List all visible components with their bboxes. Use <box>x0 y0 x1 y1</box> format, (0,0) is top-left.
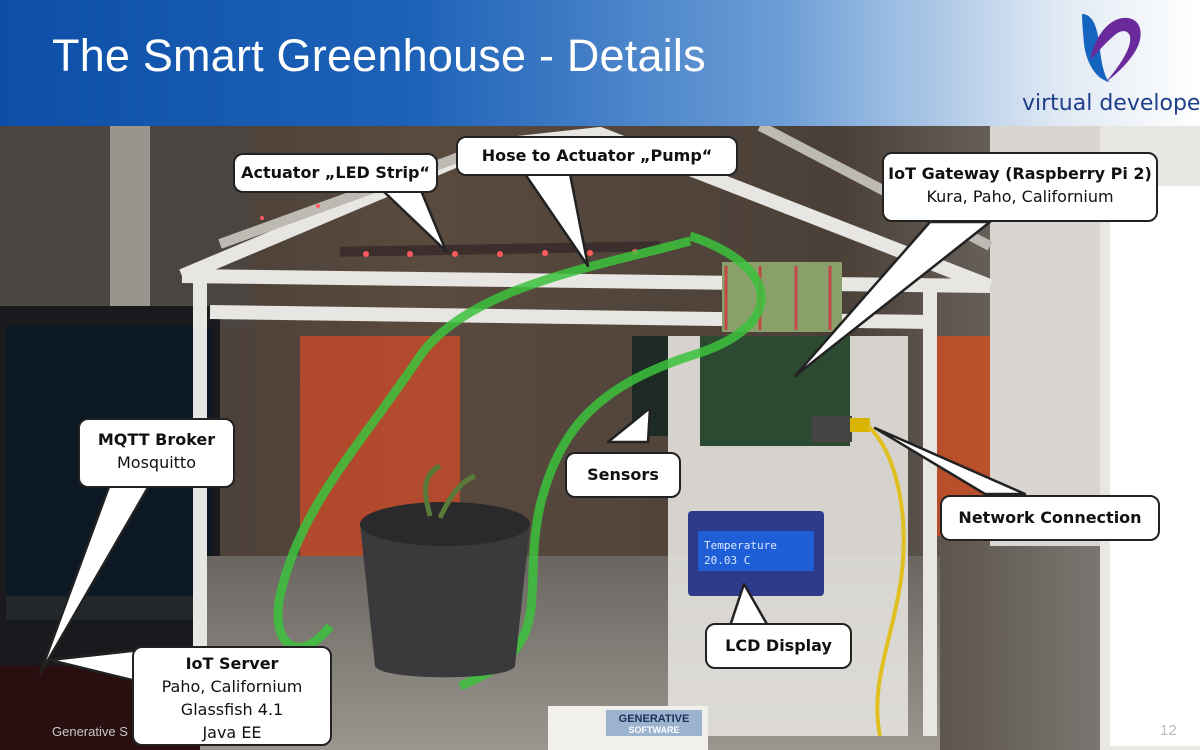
footer-company-text: Generative S <box>52 724 128 739</box>
callout-mqtt-broker-subtitle: Mosquitto <box>116 453 196 472</box>
callout-led-strip-title: Actuator „LED Strip“ <box>241 163 430 182</box>
callout-mqtt-broker: MQTT Broker Mosquitto <box>78 418 235 488</box>
callout-pump-hose-title: Hose to Actuator „Pump“ <box>481 146 713 165</box>
callout-mqtt-broker-title: MQTT Broker <box>97 430 216 449</box>
callout-lcd-title: LCD Display <box>725 636 832 655</box>
pointer-sensors <box>606 406 652 444</box>
lcd-line-2: 20.03 C <box>704 554 750 567</box>
pointer-network <box>873 426 1027 496</box>
callout-sensors-title: Sensors <box>587 465 659 484</box>
callout-iot-server: IoT Server Paho, Californium Glassfish 4… <box>132 646 332 746</box>
callout-iot-server-title: IoT Server <box>185 654 279 673</box>
callout-lcd: LCD Display <box>705 623 852 669</box>
callout-iot-gateway-title: IoT Gateway (Raspberry Pi 2) <box>888 164 1152 183</box>
callout-pump-hose: Hose to Actuator „Pump“ <box>456 136 738 176</box>
callout-iot-gateway-subtitle: Kura, Paho, Californium <box>926 187 1114 206</box>
callout-sensors: Sensors <box>565 452 681 498</box>
callout-iot-server-line-1: Paho, Californium <box>161 677 303 696</box>
callout-iot-gateway: IoT Gateway (Raspberry Pi 2) Kura, Paho,… <box>882 152 1158 222</box>
card-brand-line1: GENERATIVE <box>619 713 690 725</box>
callout-network-title: Network Connection <box>958 508 1142 527</box>
callout-network: Network Connection <box>940 495 1160 541</box>
virtual-developer-logo: virtual developer <box>1010 6 1200 122</box>
slide-title: The Smart Greenhouse - Details <box>52 30 706 81</box>
slide-header: The Smart Greenhouse - Details virtual d… <box>0 0 1200 126</box>
logo-mark-icon <box>1082 14 1141 82</box>
card-brand-line2: SOFTWARE <box>629 725 680 735</box>
page-number: 12 <box>1160 722 1177 739</box>
callout-led-strip: Actuator „LED Strip“ <box>233 153 438 193</box>
logo-wordmark: virtual developer <box>1022 91 1200 116</box>
callout-iot-server-line-2: Glassfish 4.1 <box>180 700 284 719</box>
callout-iot-server-line-3: Java EE <box>202 723 262 742</box>
pointer-iot-gateway <box>793 220 992 378</box>
lcd-line-1: Temperature <box>704 539 777 552</box>
